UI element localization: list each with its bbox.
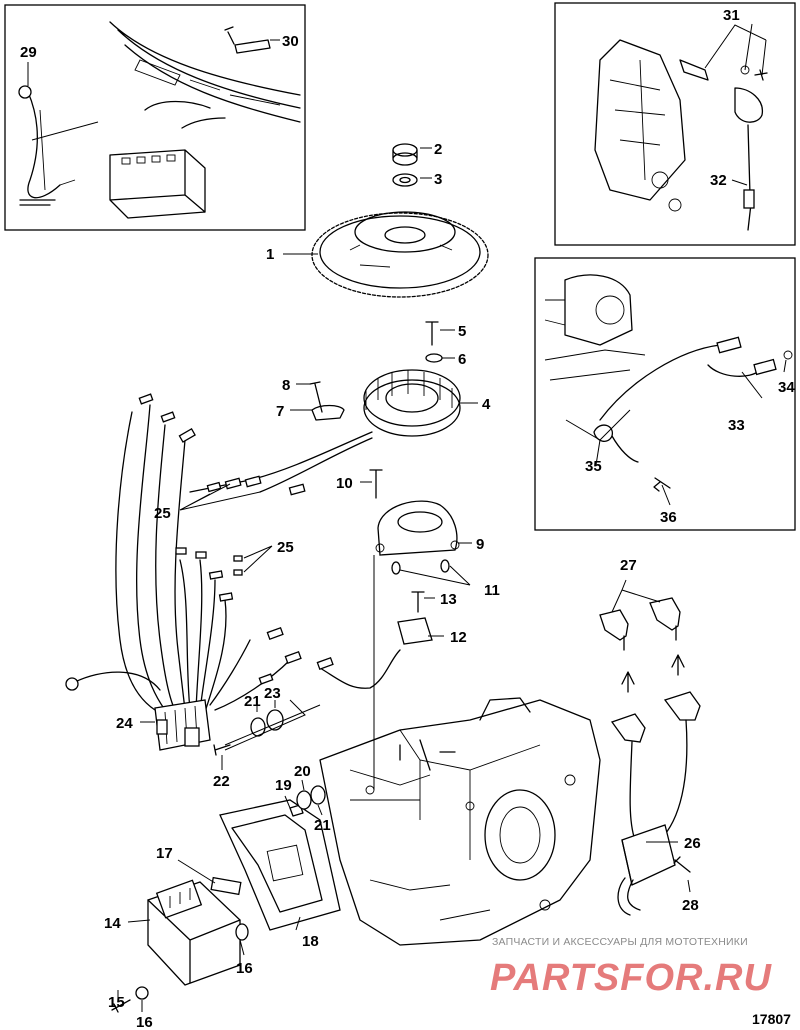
trigger-sensor	[397, 617, 433, 645]
callout-29: 29	[20, 44, 37, 61]
callout-9: 9	[476, 536, 484, 553]
spark-plug-caps	[599, 597, 681, 651]
stator	[363, 369, 461, 437]
callout-4: 4	[482, 396, 491, 413]
callout-5: 5	[458, 323, 466, 340]
watermark-tagline: ЗАПЧАСТИ И АКСЕССУАРЫ ДЛЯ МОТОТЕХНИКИ	[492, 936, 748, 948]
mounting-bracket	[219, 799, 341, 931]
callout-35: 35	[585, 458, 602, 475]
wiring-harness	[74, 404, 401, 713]
callout-20: 20	[294, 763, 311, 780]
watermark-logo: PARTSFOR.RU	[490, 957, 772, 999]
callout-19: 19	[275, 777, 292, 794]
callout-24: 24	[116, 715, 133, 732]
ground-lead-inset-box	[534, 257, 796, 531]
sender-inset-art	[594, 39, 768, 231]
terminal-block	[154, 699, 211, 751]
callout-21b: 21	[244, 693, 261, 710]
callout-13: 13	[440, 591, 457, 608]
callout-labels: 1 2 3 4 5 6 7 8 9 10 11 12 13 14 15 16 1…	[20, 7, 795, 1030]
callout-16a: 16	[136, 1014, 153, 1030]
callout-7: 7	[276, 403, 284, 420]
bracket-guide	[224, 699, 321, 751]
grommet-20	[296, 790, 312, 810]
callout-23: 23	[264, 685, 281, 702]
ground-lead-inset-art	[544, 274, 793, 492]
callout-3: 3	[434, 171, 442, 188]
callout-10: 10	[336, 475, 353, 492]
callout-17: 17	[156, 845, 173, 862]
arrow-up-icon-2	[671, 654, 685, 676]
dowel-pin-2	[440, 559, 450, 573]
cdi-screw	[111, 999, 131, 1013]
flywheel	[311, 211, 489, 298]
plate-screw	[369, 469, 383, 499]
callout-15: 15	[108, 994, 125, 1011]
battery-inset-box	[4, 4, 306, 231]
figure-number: 17807	[752, 1011, 791, 1027]
callout-16b: 16	[236, 960, 253, 977]
cdi-module	[147, 879, 241, 986]
dowel-pin	[391, 561, 401, 575]
battery-inset-art	[18, 21, 301, 219]
callout-6: 6	[458, 351, 466, 368]
sender-inset-box	[554, 2, 796, 246]
ignition-coil	[610, 691, 701, 916]
callout-36: 36	[660, 509, 677, 526]
arrow-up-icon	[621, 671, 635, 693]
callout-8: 8	[282, 377, 290, 394]
callout-1: 1	[266, 246, 274, 263]
callout-30: 30	[282, 33, 299, 50]
ring-terminal	[65, 677, 79, 691]
stator-washer	[425, 353, 443, 363]
callout-26: 26	[684, 835, 701, 852]
timer-base	[375, 500, 460, 556]
callout-25b: 25	[277, 539, 294, 556]
callout-2: 2	[434, 141, 442, 158]
callout-28: 28	[682, 897, 699, 914]
clamp-screw	[309, 381, 323, 413]
callout-12: 12	[450, 629, 467, 646]
leader-lines	[27, 23, 787, 1012]
callout-32: 32	[710, 172, 727, 189]
callout-18: 18	[302, 933, 319, 950]
sensor-screw	[411, 591, 425, 613]
callout-14: 14	[104, 915, 121, 932]
wire-clamp	[311, 404, 345, 421]
cdi-washer-2	[135, 986, 149, 1000]
grommet-21	[310, 785, 326, 805]
powerhead	[319, 697, 601, 946]
callout-27: 27	[620, 557, 637, 574]
nut-and-washer	[392, 143, 418, 187]
callout-11: 11	[484, 582, 500, 599]
stator-screw	[425, 321, 439, 346]
callout-22: 22	[213, 773, 230, 790]
connector-bullets	[138, 393, 334, 685]
callout-25a: 25	[154, 505, 171, 522]
callout-21a: 21	[314, 817, 331, 834]
grommet-19	[289, 804, 304, 817]
bracket-screw-22	[213, 744, 231, 756]
callout-34: 34	[778, 379, 795, 396]
cdi-spacer	[210, 876, 242, 896]
coil-screw	[673, 856, 691, 873]
cdi-washer	[235, 923, 249, 941]
grommet-23	[266, 709, 284, 731]
callout-31: 31	[723, 7, 740, 24]
callout-33: 33	[728, 417, 745, 434]
